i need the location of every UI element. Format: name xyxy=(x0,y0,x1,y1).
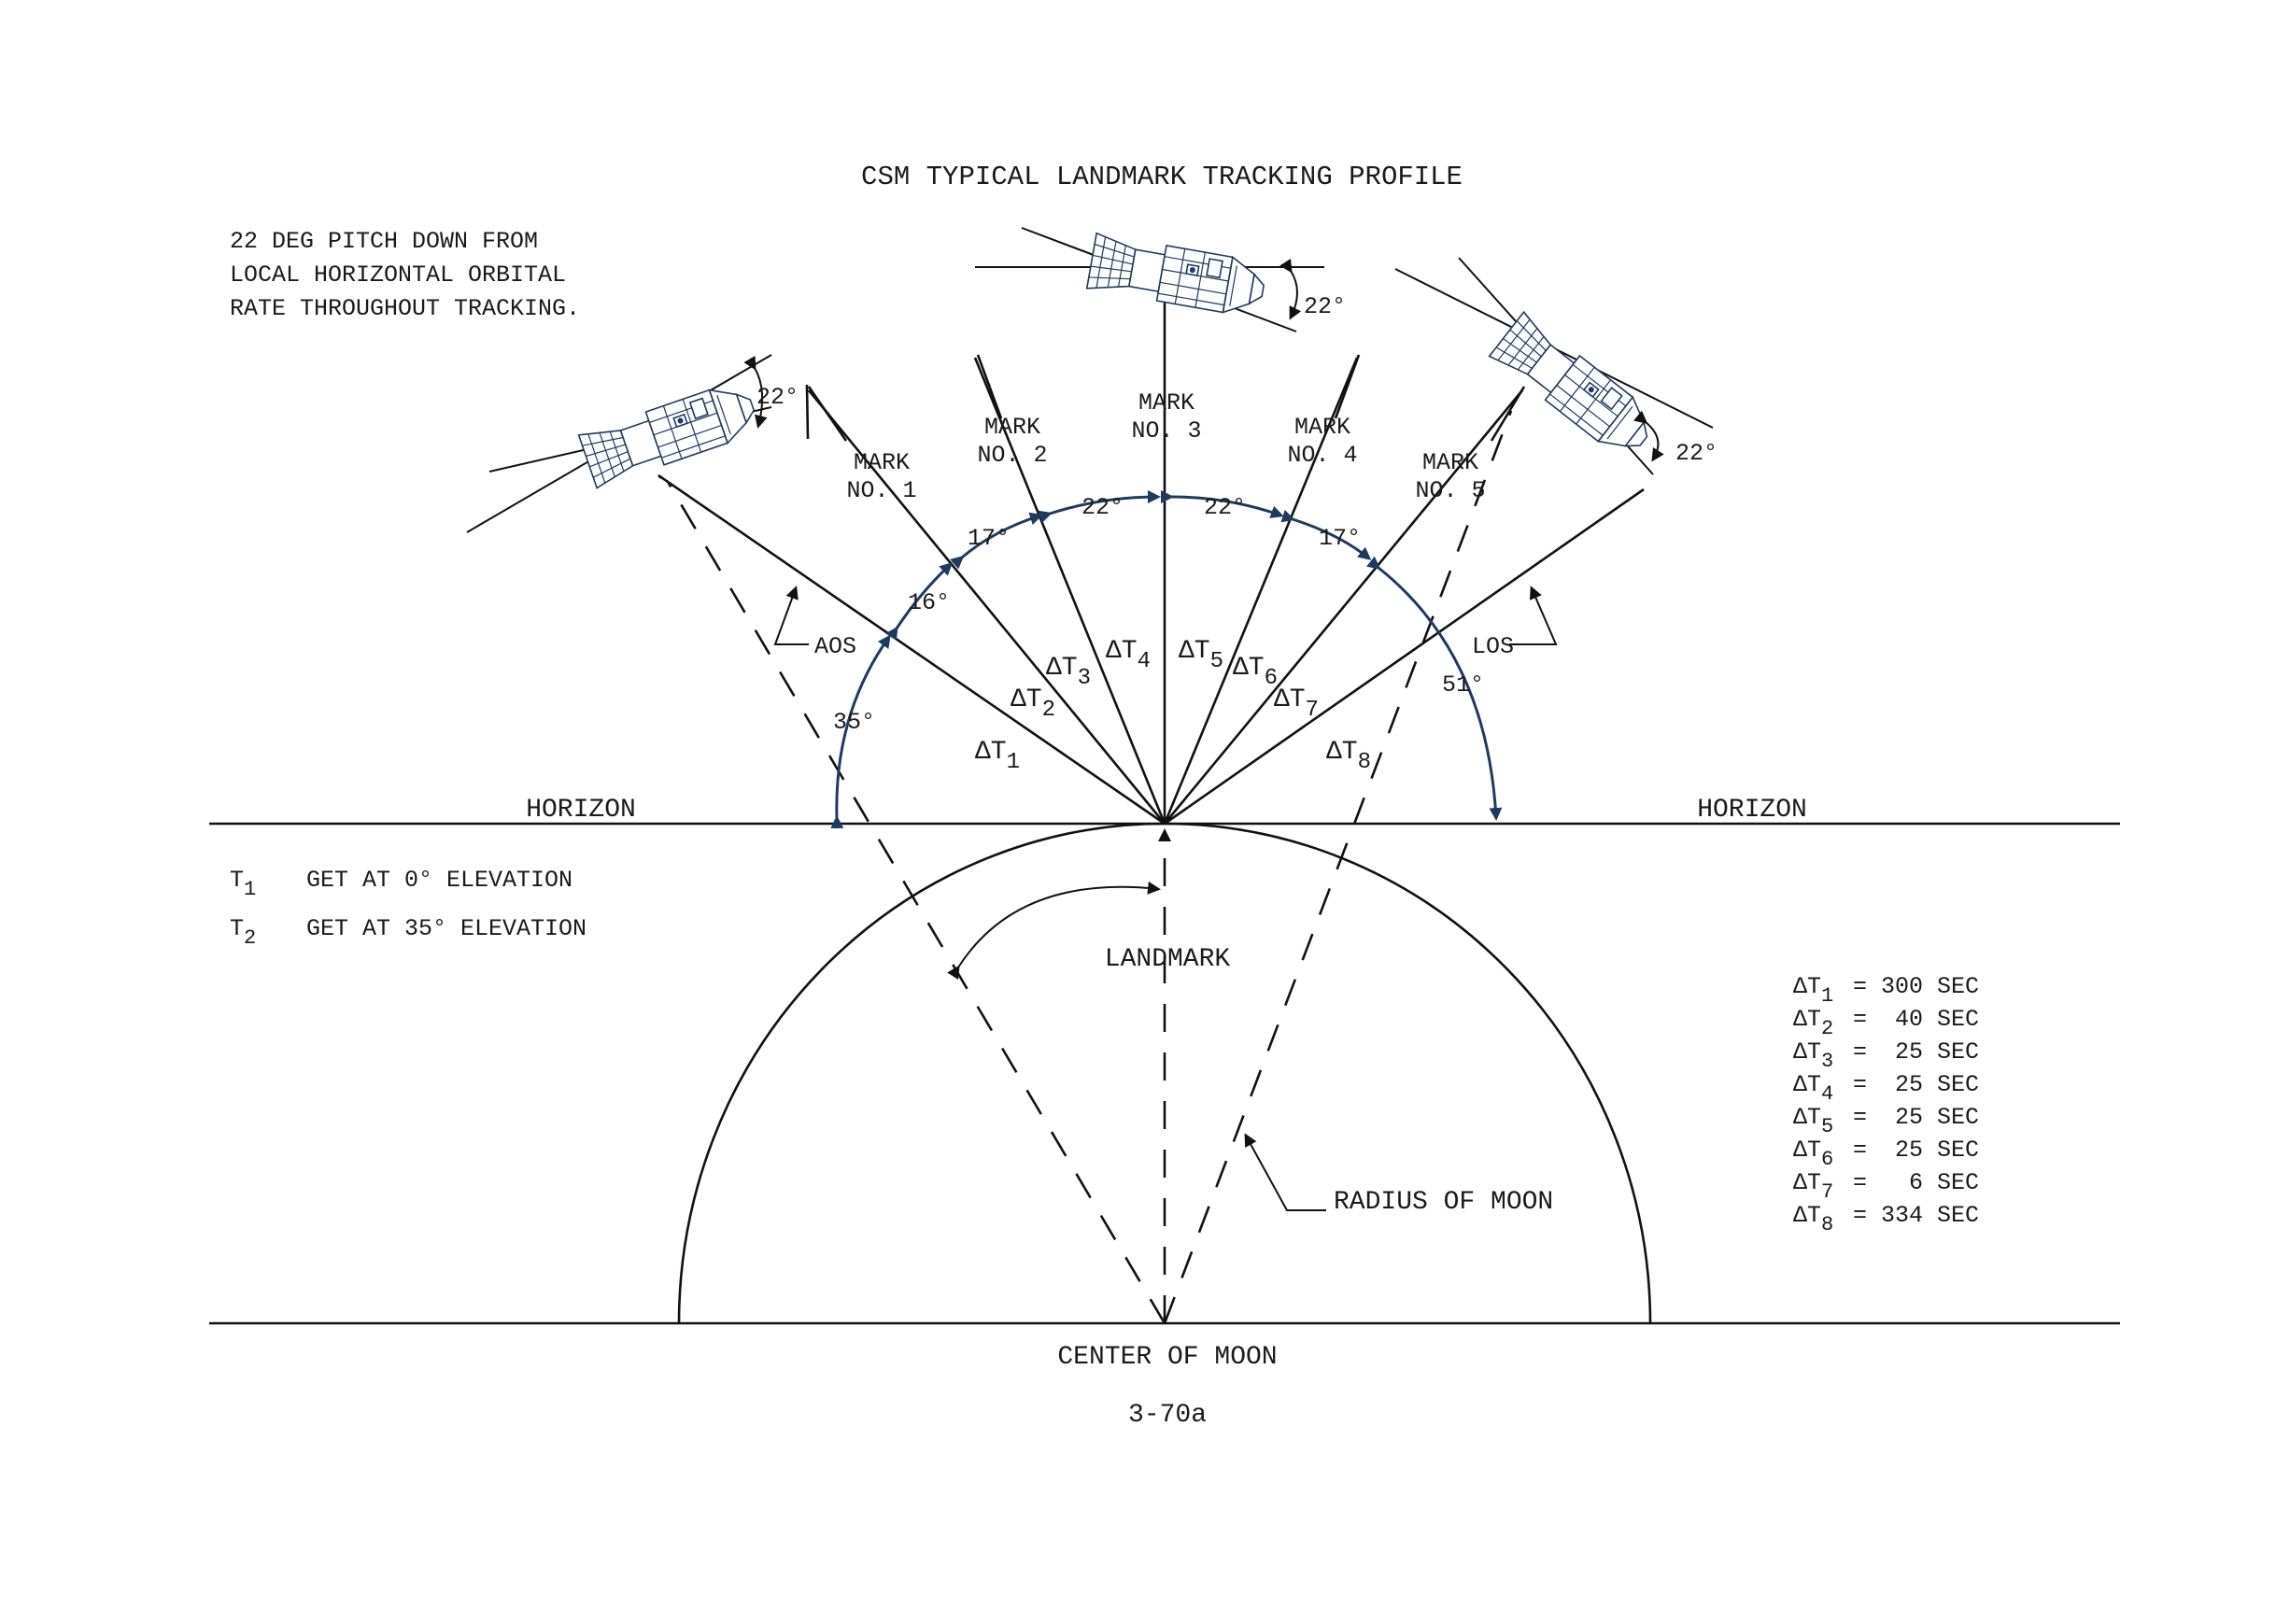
delta-t-row: ΔT4= 25 SEC xyxy=(1793,1071,1979,1106)
aos-label: AOS xyxy=(814,633,856,660)
angle-label-22-left: 22° xyxy=(1081,494,1124,521)
diagram-title: CSM TYPICAL LANDMARK TRACKING PROFILE xyxy=(861,162,1463,192)
mark-2-label-line-1: MARK xyxy=(984,414,1040,441)
delta-t-7-label: ΔT7 xyxy=(1274,685,1319,723)
angle-label-17-left: 17° xyxy=(968,525,1010,552)
mark-1-extension xyxy=(805,384,810,440)
delta-t-row: ΔT8= 334 SEC xyxy=(1793,1202,1979,1236)
csm-left-pitch-arc xyxy=(743,355,768,429)
delta-t-table: ΔT1= 300 SEC ΔT2= 40 SEC ΔT3= 25 SEC ΔT4… xyxy=(1793,973,1979,1236)
radius-pointer xyxy=(1244,1133,1326,1211)
mark-1-label-line-2: NO. 1 xyxy=(846,477,916,504)
angle-label-35: 35° xyxy=(833,709,875,736)
arc-17-left xyxy=(950,512,1043,570)
radius-label: RADIUS OF MOON xyxy=(1334,1188,1553,1217)
delta-t-5-label: ΔT5 xyxy=(1179,637,1223,674)
radius-line-left xyxy=(666,481,1166,1324)
arc-51 xyxy=(1366,556,1503,821)
sight-line-mark-1 xyxy=(807,389,1166,825)
mark-3-label-line-2: NO. 3 xyxy=(1131,417,1201,445)
horizon-label-left: HORIZON xyxy=(526,796,636,825)
pitch-note-line-1: 22 DEG PITCH DOWN FROM xyxy=(230,228,538,255)
delta-t-4-label: ΔT4 xyxy=(1106,637,1151,674)
csm-right-pitch-arc xyxy=(1633,410,1664,462)
delta-t-row: ΔT3= 25 SEC xyxy=(1793,1038,1979,1073)
aos-pointer xyxy=(773,586,809,645)
csm-center-pitch-label: 22° xyxy=(1304,293,1346,320)
mark-4-label-line-1: MARK xyxy=(1294,414,1350,441)
csm-left-pitch-label: 22° xyxy=(756,384,799,411)
mark-5-upper-tick xyxy=(1490,386,1526,442)
sight-line-mark-5 xyxy=(1163,389,1524,825)
delta-t-3-label: ΔT3 xyxy=(1046,654,1091,691)
sight-lines xyxy=(657,318,1645,826)
angle-label-17-right: 17° xyxy=(1319,525,1361,552)
delta-t-row: ΔT5= 25 SEC xyxy=(1793,1104,1979,1138)
angle-arcs xyxy=(830,489,1503,829)
mark-2-upper-tick xyxy=(976,354,1003,419)
delta-t-1-label: ΔT1 xyxy=(975,738,1020,775)
mark-1-label-line-1: MARK xyxy=(854,449,910,476)
los-pointer xyxy=(1509,586,1558,645)
page-number: 3-70a xyxy=(1128,1401,1207,1430)
mark-5-label-line-1: MARK xyxy=(1422,449,1478,476)
pitch-note-line-3: RATE THROUGHOUT TRACKING. xyxy=(230,295,580,322)
delta-t-8-label: ΔT8 xyxy=(1326,738,1371,775)
csm-center-pitch-arc xyxy=(1279,258,1302,320)
delta-t-labels: ΔT1 ΔT2 ΔT3 ΔT4 ΔT5 ΔT6 ΔT7 ΔT8 xyxy=(975,637,1371,775)
sight-line-aos xyxy=(657,473,1166,826)
csm-spacecraft-right: 22° xyxy=(1394,257,1718,475)
landmark-arc xyxy=(947,881,1161,981)
delta-t-2-label: ΔT2 xyxy=(1011,685,1055,723)
mark-1-upper-tick xyxy=(807,386,848,442)
mark-3-label-line-1: MARK xyxy=(1138,389,1194,417)
mark-2-label-line-2: NO. 2 xyxy=(977,442,1047,469)
landmark-label: LANDMARK xyxy=(1105,945,1231,974)
mark-labels: MARK NO. 1 MARK NO. 2 MARK NO. 3 MARK NO… xyxy=(846,389,1485,504)
los-label: LOS xyxy=(1472,633,1514,660)
arc-17-right xyxy=(1280,509,1372,560)
sight-line-mark-2 xyxy=(973,357,1166,825)
arc-16 xyxy=(885,561,954,642)
mark-4-label-line-2: NO. 4 xyxy=(1287,442,1357,469)
center-label: CENTER OF MOON xyxy=(1057,1343,1277,1372)
horizon-label-right: HORIZON xyxy=(1697,796,1807,825)
arc-35 xyxy=(830,634,891,829)
mark-4-upper-tick xyxy=(1334,354,1361,419)
pitch-note-line-2: LOCAL HORIZONTAL ORBITAL xyxy=(230,261,566,289)
delta-t-row: ΔT2= 40 SEC xyxy=(1793,1006,1979,1040)
angle-label-51: 51° xyxy=(1442,671,1484,699)
csm-spacecraft-center: 22° xyxy=(975,227,1346,332)
delta-t-row: ΔT1= 300 SEC xyxy=(1793,973,1979,1008)
delta-t-row: ΔT7= 6 SEC xyxy=(1793,1169,1979,1204)
delta-t-row: ΔT6= 25 SEC xyxy=(1793,1137,1979,1171)
sight-line-mark-4 xyxy=(1163,357,1359,825)
angle-label-22-right: 22° xyxy=(1204,494,1246,521)
csm-spacecraft-left: 22° xyxy=(466,354,799,533)
angle-label-16: 16° xyxy=(908,589,950,616)
delta-t-6-label: ΔT6 xyxy=(1233,654,1278,691)
csm-right-pitch-label: 22° xyxy=(1675,440,1718,467)
mark-5-label-line-2: NO. 5 xyxy=(1415,477,1485,504)
radius-line-right xyxy=(1163,410,1513,1324)
arc-22-left xyxy=(1038,490,1161,524)
csm-left-sight xyxy=(657,474,662,479)
arc-22-right xyxy=(1160,489,1284,518)
